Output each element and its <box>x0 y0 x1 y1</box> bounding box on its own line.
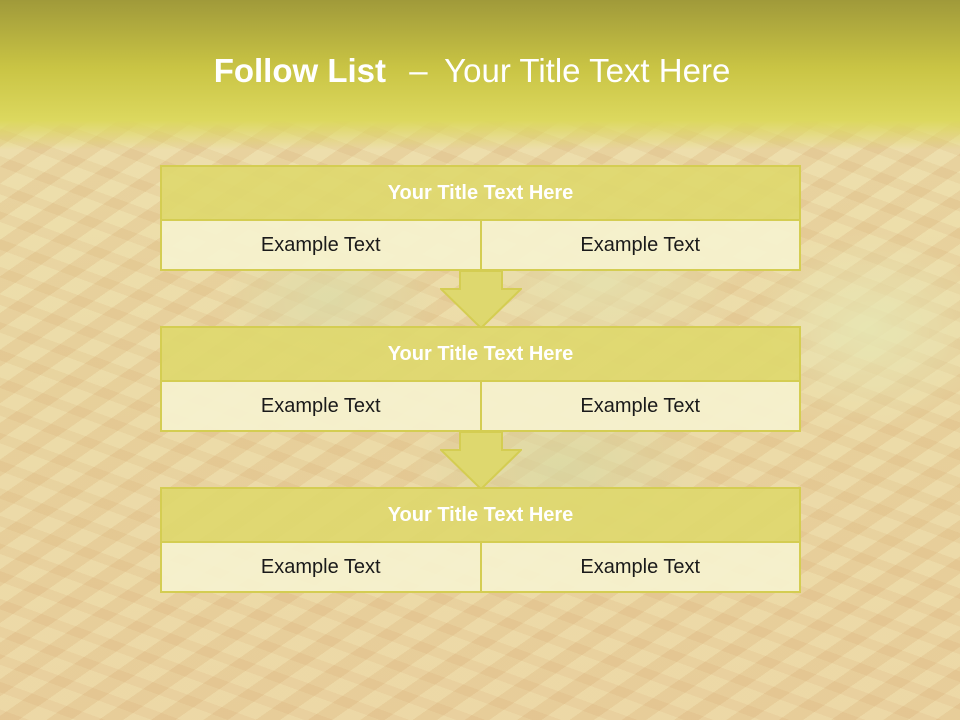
block-cell-right: Example Text <box>481 543 801 593</box>
block-row: Example Text Example Text <box>160 543 801 593</box>
block-cell-right: Example Text <box>481 382 801 432</box>
down-arrow-icon <box>440 432 522 490</box>
block-title: Your Title Text Here <box>160 487 801 543</box>
block-cell-left: Example Text <box>160 382 482 432</box>
list-block-3: Your Title Text Here Example Text Exampl… <box>160 487 801 593</box>
title-band <box>0 0 960 150</box>
block-cell-left: Example Text <box>160 543 482 593</box>
list-block-2: Your Title Text Here Example Text Exampl… <box>160 326 801 432</box>
block-cell-left: Example Text <box>160 221 482 271</box>
slide-title: Follow List – Your Title Text Here <box>0 52 944 90</box>
block-title: Your Title Text Here <box>160 165 801 221</box>
block-title: Your Title Text Here <box>160 326 801 382</box>
block-row: Example Text Example Text <box>160 221 801 271</box>
down-arrow-icon <box>440 271 522 329</box>
slide-title-rest: Your Title Text Here <box>444 52 731 89</box>
slide-title-separator: – <box>409 52 428 89</box>
block-cell-right: Example Text <box>481 221 801 271</box>
slide-title-bold: Follow List <box>213 52 387 89</box>
list-block-1: Your Title Text Here Example Text Exampl… <box>160 165 801 271</box>
block-row: Example Text Example Text <box>160 382 801 432</box>
